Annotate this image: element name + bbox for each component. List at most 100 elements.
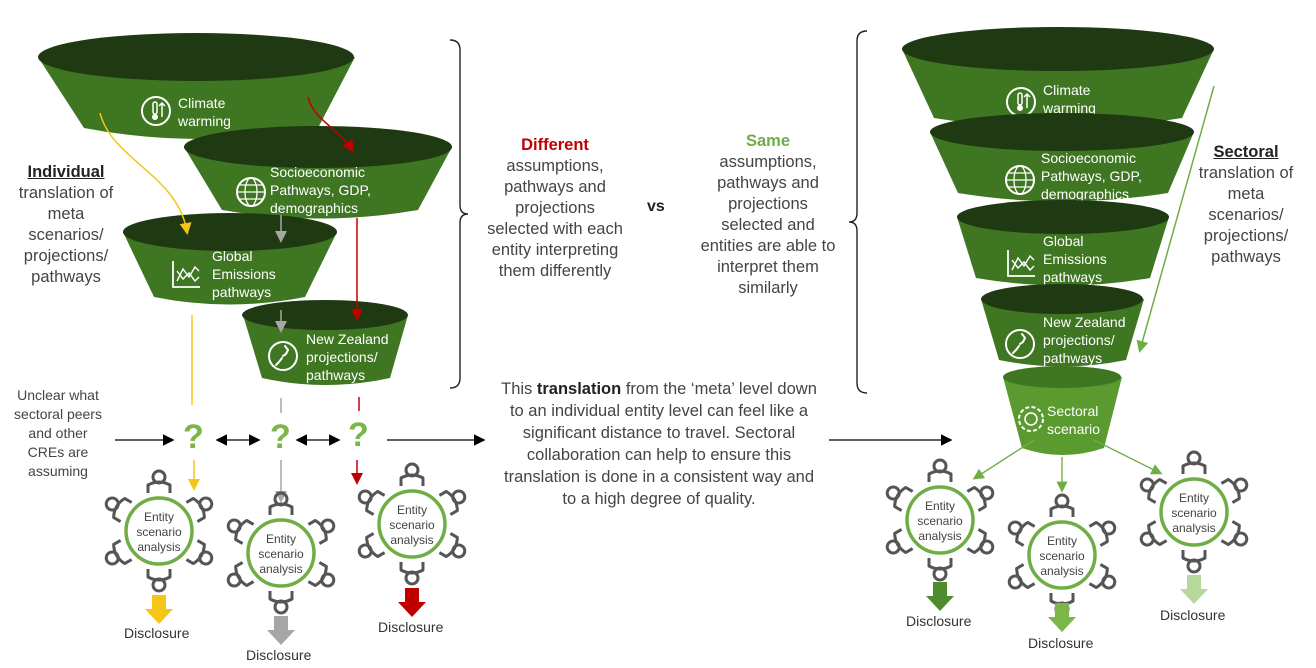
same-text: Same assumptions, pathways and projectio…: [683, 131, 853, 299]
sectoral-heading: Sectoral: [1213, 143, 1279, 161]
person-icon: [966, 528, 995, 555]
new-zealand-map-icon: [268, 341, 298, 371]
disclosure-label: Disclosure: [246, 647, 312, 663]
individual-line: pathways: [31, 268, 101, 286]
different-line: pathways and: [504, 178, 606, 196]
person-icon: [226, 518, 255, 545]
same-line: assumptions,: [719, 153, 817, 171]
person-icon: [307, 561, 336, 588]
entity-ring: [124, 496, 194, 566]
sectoral-line: projections/: [1203, 227, 1289, 245]
translation-line: significant distance to travel. Sectoral: [522, 424, 796, 442]
person-icon: [185, 496, 214, 523]
new-zealand-map-icon: [1005, 329, 1035, 359]
unclear-line: CREs are: [27, 444, 89, 460]
person-icon: [1139, 520, 1168, 547]
individual-line: projections/: [23, 247, 109, 265]
sectoral-long-arrow: [1136, 85, 1215, 353]
sectoral-line: scenarios/: [1208, 206, 1284, 224]
person-icon: [1220, 520, 1249, 547]
disclosure-label: Disclosure: [906, 613, 972, 629]
person-icon: [357, 489, 386, 516]
entity-ring: [1159, 477, 1229, 547]
entity-ring: [1027, 520, 1097, 590]
question-mark-gray: ?: [270, 418, 291, 456]
same-line: interpret them: [717, 258, 819, 276]
unclear-line: and other: [28, 425, 88, 441]
person-icon: [268, 591, 294, 615]
individual-heading: Individual: [27, 163, 105, 181]
person-icon: [307, 518, 336, 545]
person-icon: [1049, 493, 1075, 517]
person-icon: [146, 469, 172, 493]
different-heading: Different: [521, 136, 589, 154]
translation-post: from the ‘meta’ level down: [621, 380, 817, 398]
individual-line: translation of: [18, 184, 114, 202]
disclosure-arrow: [1180, 575, 1208, 604]
disclosure-label: Disclosure: [1028, 635, 1094, 651]
unclear-text: Unclear what sectoral peers and other CR…: [4, 386, 112, 481]
emissions-chart-icon: [1007, 250, 1035, 277]
person-icon: [226, 561, 255, 588]
sectoral-text: Sectoral translation of meta scenarios/ …: [1190, 142, 1302, 268]
same-line: pathways and: [717, 174, 819, 192]
disclosure-arrow: [267, 616, 295, 645]
right-bracket: [848, 30, 868, 394]
disclosure-label: Disclosure: [378, 619, 444, 635]
disclosure-label: Disclosure: [124, 625, 190, 641]
different-line: them differently: [498, 262, 612, 280]
individual-line: scenarios/: [28, 226, 104, 244]
person-icon: [104, 496, 133, 523]
vs-label: vs: [647, 198, 665, 215]
red-flow-arrow-1: [307, 96, 354, 153]
person-icon: [1007, 563, 1036, 590]
disclosure-arrow: [926, 582, 954, 611]
translation-pre: This: [501, 380, 537, 398]
unclear-line: assuming: [28, 463, 88, 479]
same-heading: Same: [745, 132, 791, 150]
person-icon: [1007, 520, 1036, 547]
person-icon: [438, 489, 467, 516]
same-line: similarly: [738, 279, 798, 297]
sectoral-line: pathways: [1211, 248, 1281, 266]
emissions-chart-icon: [172, 261, 200, 288]
sector-arrow-left: [972, 439, 1035, 480]
yellow-flow-arrow: [99, 112, 192, 235]
globe-icon: [1005, 165, 1035, 195]
person-icon: [357, 532, 386, 559]
person-icon: [1139, 477, 1168, 504]
entity-ring: [246, 518, 316, 588]
globe-icon: [236, 177, 266, 207]
person-icon: [885, 528, 914, 555]
person-icon: [438, 532, 467, 559]
disclosure-arrow: [145, 595, 173, 624]
question-mark-yellow: ?: [183, 418, 204, 456]
disclosure-label: Disclosure: [1160, 607, 1226, 623]
same-line: projections: [728, 195, 808, 213]
different-line: projections: [515, 199, 595, 217]
question-mark-red: ?: [348, 416, 369, 454]
